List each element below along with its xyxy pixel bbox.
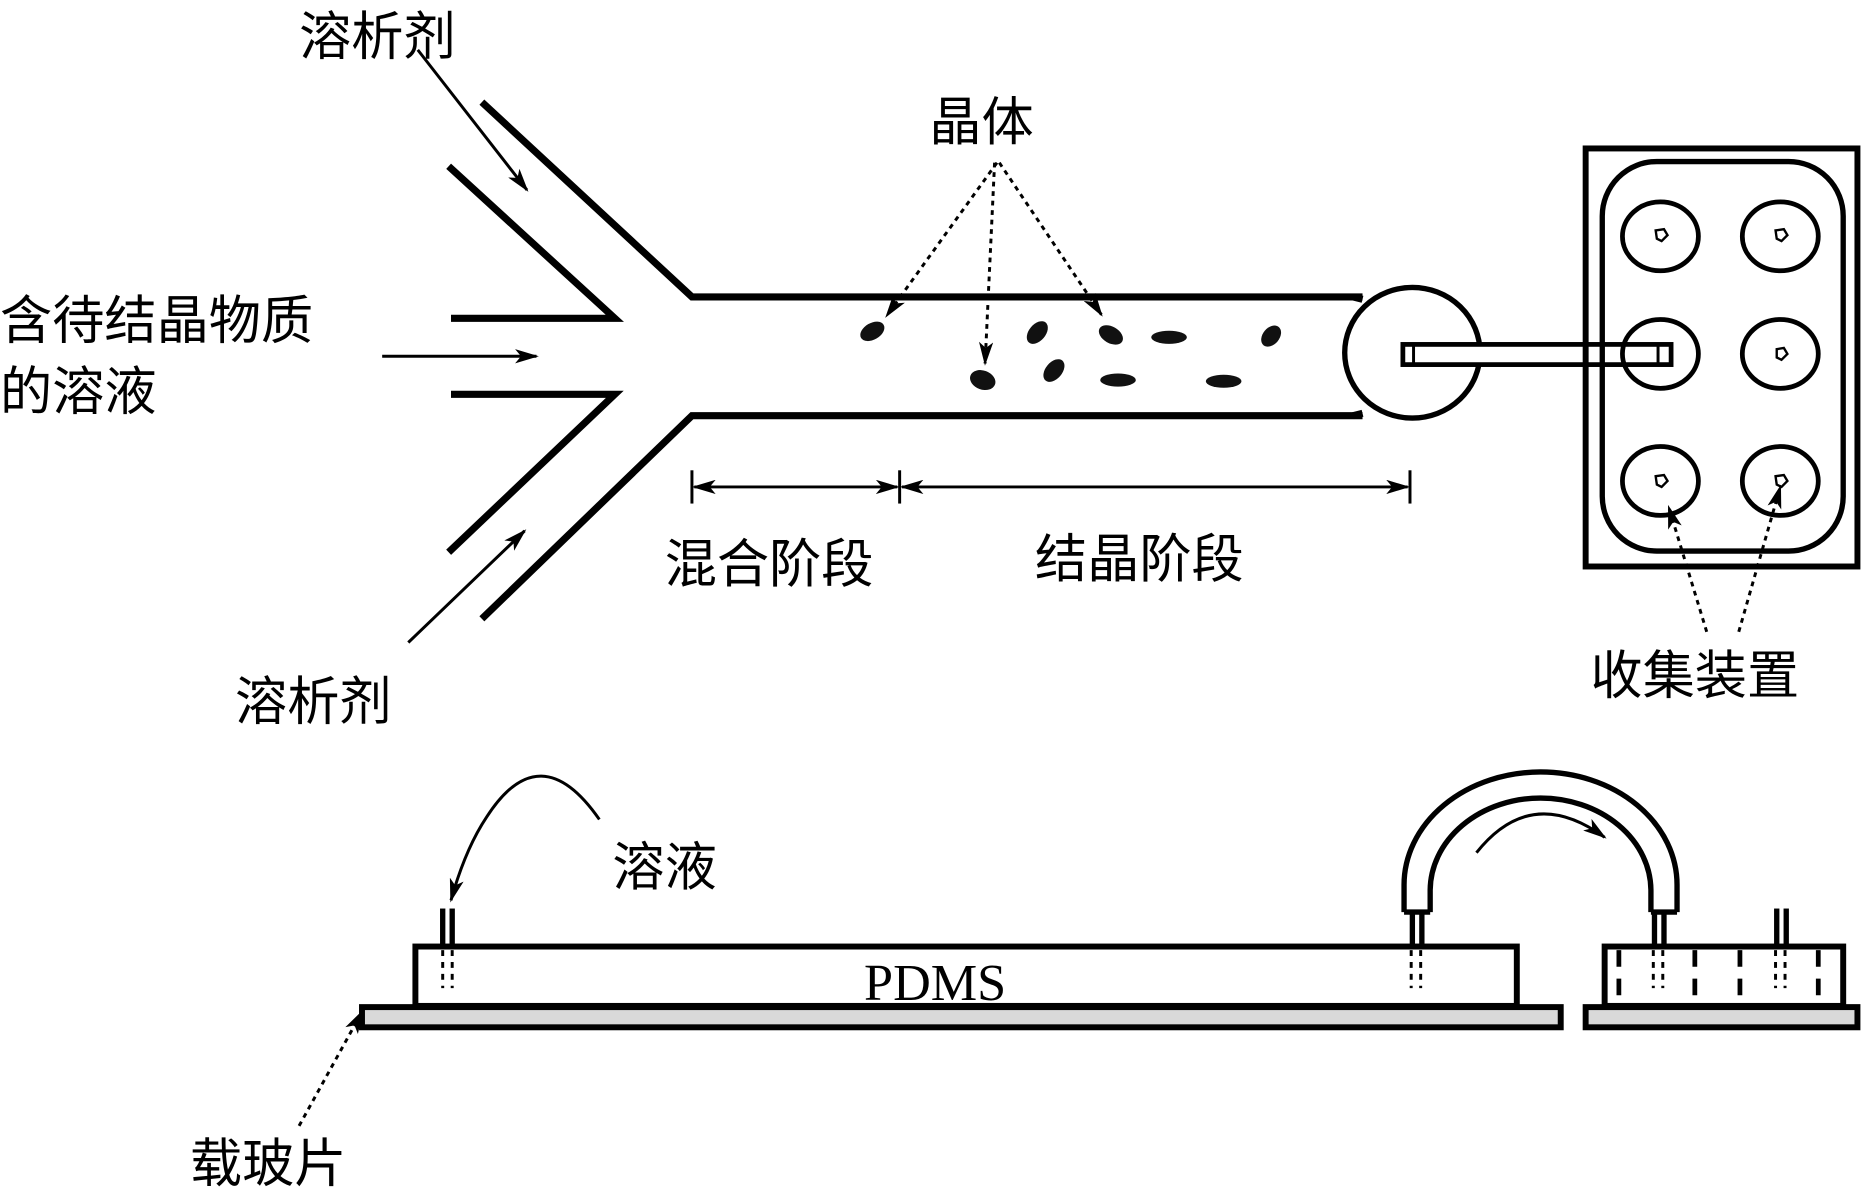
- collection-device-frame: [1582, 145, 1861, 570]
- collector-block: [1601, 943, 1847, 1009]
- y-junction-channel: [446, 99, 1364, 622]
- solution-label-line1: 含待结晶物质: [0, 291, 313, 351]
- collection-pointer-arrow: [1667, 504, 1709, 633]
- crystal: [1261, 325, 1282, 347]
- crystals-label: 晶体: [929, 93, 1033, 153]
- lower-inlet-inner-wall: [446, 390, 624, 555]
- antisolvent-bottom-flow-arrow: [407, 529, 527, 644]
- crystal: [1098, 325, 1123, 345]
- transfer-probe: [1400, 342, 1674, 367]
- collection-well: [1620, 317, 1701, 391]
- antisolvent-bottom-label: 溶析剂: [235, 673, 392, 733]
- crystal: [1026, 321, 1048, 344]
- collection-well: [1739, 317, 1821, 391]
- antisolvent-top-flow-arrow: [416, 48, 529, 192]
- collection-pointer-arrow: [1737, 484, 1782, 633]
- collection-well: [1620, 444, 1701, 518]
- collection-device-label: 收集装置: [1590, 647, 1799, 707]
- collection-device: [1582, 145, 1861, 570]
- pdms-label: PDMS: [864, 954, 1006, 1012]
- channel-outlet-taper: [1352, 293, 1364, 420]
- crystal: [1205, 374, 1242, 388]
- stage-dimension-lines: [690, 470, 1412, 504]
- crystal: [860, 321, 885, 342]
- crystal: [970, 370, 996, 391]
- collected-crystal: [1654, 227, 1670, 243]
- crystal-pointer-arrow: [978, 162, 997, 366]
- crystals: [860, 321, 1282, 391]
- antisolvent-top-label: 溶析剂: [299, 8, 456, 68]
- crystal: [1043, 359, 1065, 382]
- connecting-tube-inner-wall: [1427, 795, 1654, 913]
- upper-inlet-inner-wall: [446, 163, 624, 322]
- collected-crystal: [1775, 346, 1789, 362]
- crystal-pointer-arrow: [998, 161, 1103, 317]
- solution-inlet-arrow: [449, 774, 601, 903]
- transfer-probe-body: [1400, 342, 1674, 367]
- transfer-flow-arrow: [1475, 812, 1607, 854]
- collection-device-tray: [1599, 158, 1846, 554]
- collected-crystal: [1774, 227, 1789, 243]
- pdms-block: [412, 943, 1520, 1009]
- collection-well: [1620, 199, 1701, 274]
- connecting-tube: [1401, 769, 1680, 949]
- lower-inlet-outer-wall: [479, 412, 1363, 622]
- crystallization-stage-label: 结晶阶段: [1035, 530, 1244, 590]
- connecting-tube-outer-wall: [1401, 769, 1680, 913]
- upper-inlet-outer-wall: [479, 99, 1363, 301]
- collected-crystal: [1654, 473, 1670, 489]
- glass-slide-collector: [1582, 1004, 1861, 1031]
- solution-inlet-label: 溶液: [612, 838, 716, 898]
- collected-crystal: [1774, 473, 1789, 489]
- pdms-chip-side-view: PDMS: [359, 769, 1861, 1031]
- mixing-stage-label: 混合阶段: [665, 535, 874, 595]
- crystal: [1151, 330, 1187, 344]
- solution-label-line2: 的溶液: [0, 363, 157, 423]
- glass-slide-label: 载玻片: [190, 1135, 347, 1190]
- collection-well: [1739, 199, 1821, 274]
- collection-well: [1739, 444, 1821, 518]
- glass-slide-pointer-arrow: [297, 1009, 364, 1127]
- crystal: [1100, 373, 1136, 387]
- crystal-pointer-arrow: [885, 161, 999, 318]
